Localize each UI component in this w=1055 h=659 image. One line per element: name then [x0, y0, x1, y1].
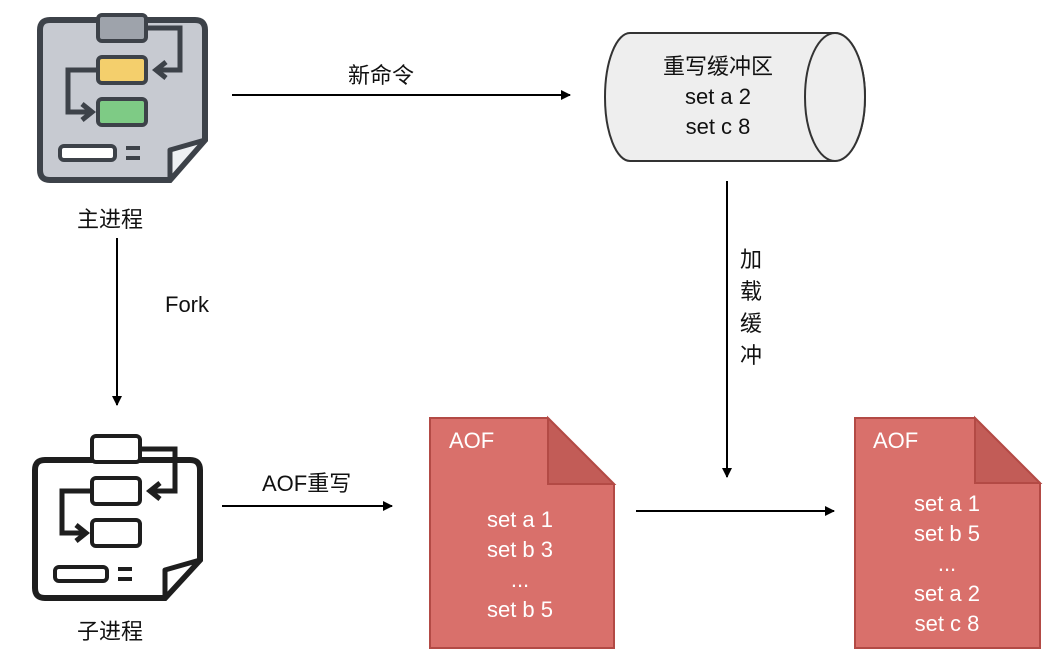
aof-old-line: set a 1: [486, 507, 554, 532]
main-process-label: 主进程: [77, 207, 144, 232]
aof-rewrite-label: AOF重写: [262, 471, 352, 496]
load-buffer-char: 加: [739, 247, 762, 272]
aof-new-lines: set a 1 set b 5 ... set a 2 set c 8: [872, 489, 1022, 639]
load-buffer-char: 冲: [739, 343, 762, 368]
aof-new-line: set a 1: [913, 491, 981, 516]
main-process-icon: [37, 13, 208, 183]
fork-label: Fork: [165, 292, 209, 317]
aof-old-document: [429, 415, 617, 649]
aof-old-line: set b 5: [486, 597, 554, 622]
aof-new-document: [854, 415, 1043, 649]
rewrite-buffer-cylinder: [604, 32, 866, 162]
rewrite-buffer-title: 重写缓冲区: [662, 54, 773, 79]
aof-new-line: set a 2: [913, 581, 981, 606]
aof-old-line: ...: [510, 567, 530, 592]
aof-new-line: set b 5: [913, 521, 981, 546]
new-command-label: 新命令: [348, 63, 415, 88]
load-buffer-char: 缓: [739, 311, 762, 336]
rewrite-buffer-line: set c 8: [685, 114, 751, 139]
aof-new-line: ...: [937, 551, 957, 576]
load-buffer-char: 载: [739, 279, 762, 304]
child-process-icon: [32, 434, 203, 601]
aof-new-line: set c 8: [914, 611, 980, 636]
load-buffer-label: 加 载 缓 冲: [736, 244, 766, 372]
aof-old-title: AOF: [449, 428, 495, 453]
aof-old-line: set b 3: [486, 537, 554, 562]
aof-new-title: AOF: [873, 428, 919, 453]
rewrite-buffer-text: 重写缓冲区 set a 2 set c 8: [620, 52, 816, 142]
child-process-label: 子进程: [77, 619, 144, 644]
rewrite-buffer-line: set a 2: [684, 84, 752, 109]
aof-old-lines: set a 1 set b 3 ... set b 5: [445, 505, 595, 625]
